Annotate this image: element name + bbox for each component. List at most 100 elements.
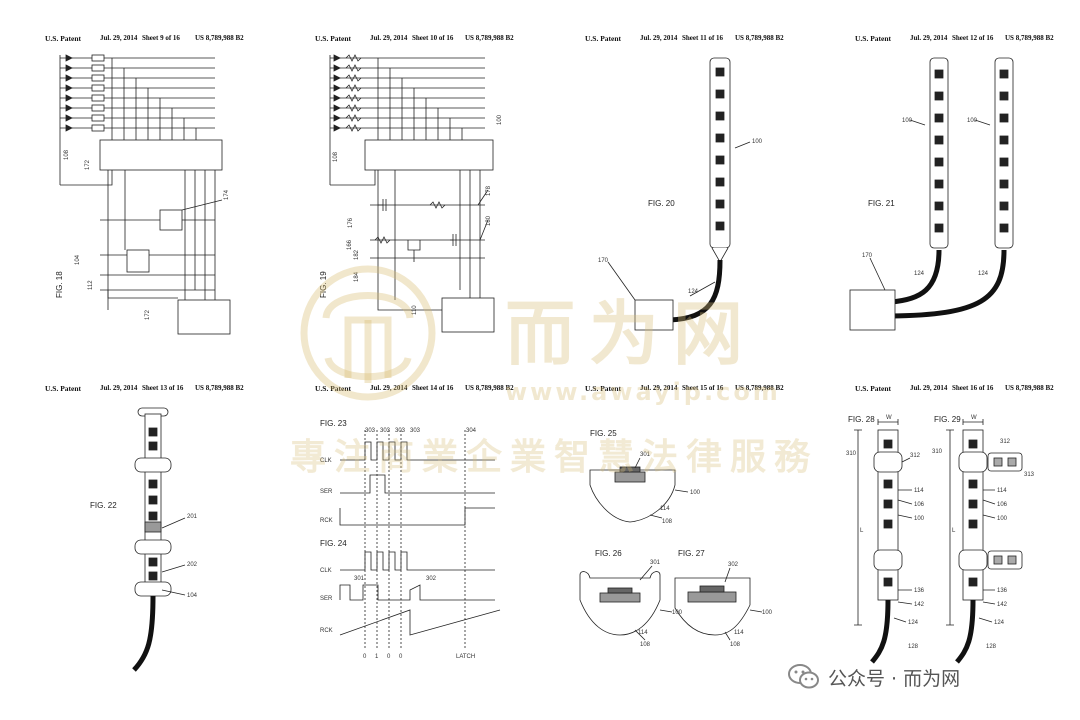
ref-142: 142 <box>914 602 925 608</box>
ref-301: 301 <box>354 576 365 582</box>
ref-100b: 100 <box>997 516 1008 522</box>
patent-date: Jul. 29, 2014 <box>910 384 948 392</box>
patent-number: US 8,789,988 B2 <box>195 34 244 42</box>
ref-124b: 124 <box>978 271 989 277</box>
patent-label: U.S. Patent <box>315 384 352 393</box>
sheet-number: Sheet 15 of 16 <box>682 384 724 392</box>
ref-303b: 303 <box>380 428 391 434</box>
ref-303c: 303 <box>395 428 406 434</box>
ref-100: 100 <box>497 114 503 125</box>
fig-22-caption: FIG. 22 <box>90 501 117 510</box>
ref-100: 100 <box>752 139 763 145</box>
sheet-header: U.S. Patent Jul. 29, 2014 Sheet 16 of 16… <box>810 384 1080 398</box>
fig-26-caption: FIG. 26 <box>595 549 622 558</box>
patent-date: Jul. 29, 2014 <box>910 34 948 42</box>
patent-sheet-13: U.S. Patent Jul. 29, 2014 Sheet 13 of 16… <box>0 350 270 710</box>
patent-sheet-15: U.S. Patent Jul. 29, 2014 Sheet 15 of 16… <box>540 350 810 710</box>
patent-sheet-9: U.S. Patent Jul. 29, 2014 Sheet 9 of 16 … <box>0 0 270 360</box>
ref-180: 180 <box>486 215 492 226</box>
fig-22-drawing: 201 202 104 FIG. 22 <box>90 407 198 672</box>
patent-number: US 8,789,988 B2 <box>1005 384 1054 392</box>
fig-21-drawing: 100 100 170 124 124 FIG. 21 <box>849 57 1014 331</box>
sheet-number: Sheet 13 of 16 <box>142 384 184 392</box>
sheet-header: U.S. Patent Jul. 29, 2014 Sheet 9 of 16 … <box>0 34 270 48</box>
ref-136b: 136 <box>997 588 1008 594</box>
patent-label: U.S. Patent <box>855 34 892 43</box>
signal-ser: SER <box>320 489 333 495</box>
patent-label: U.S. Patent <box>315 34 352 43</box>
sheet-number: Sheet 14 of 16 <box>412 384 454 392</box>
ref-312b: 312 <box>1000 439 1011 445</box>
patent-sheet-16: U.S. Patent Jul. 29, 2014 Sheet 16 of 16… <box>810 350 1080 710</box>
patent-label: U.S. Patent <box>585 384 622 393</box>
credit-text: 公众号 · 而为网 <box>828 667 961 690</box>
watermark-logo-icon <box>300 265 436 401</box>
ref-174: 174 <box>224 189 230 200</box>
fig-18-drawing: 108 172 174 104 112 172 FIG. 18 <box>55 54 231 335</box>
ref-304: 304 <box>466 428 477 434</box>
fig-23-caption: FIG. 23 <box>320 419 347 428</box>
ref-176: 176 <box>348 217 354 228</box>
tick-1: 1 <box>375 654 379 660</box>
sheet-header: U.S. Patent Jul. 29, 2014 Sheet 15 of 16… <box>540 384 810 398</box>
ref-301: 301 <box>640 452 651 458</box>
sheet-header: U.S. Patent Jul. 29, 2014 Sheet 10 of 16… <box>270 34 540 48</box>
watermark-url: www.awayip.com <box>505 378 781 406</box>
tick-0: 0 <box>363 654 367 660</box>
sheet-header: U.S. Patent Jul. 29, 2014 Sheet 12 of 16… <box>810 34 1080 48</box>
ref-178: 178 <box>486 185 492 196</box>
ref-112: 112 <box>88 280 94 290</box>
ref-100: 100 <box>914 516 925 522</box>
fig-27-caption: FIG. 27 <box>678 549 705 558</box>
fig-20-caption: FIG. 20 <box>648 199 675 208</box>
patent-number: US 8,789,988 B2 <box>735 384 784 392</box>
fig-25-caption: FIG. 25 <box>590 429 617 438</box>
patent-date: Jul. 29, 2014 <box>100 384 138 392</box>
sheet-number: Sheet 12 of 16 <box>952 34 994 42</box>
ref-166: 166 <box>347 239 353 250</box>
patent-date: Jul. 29, 2014 <box>370 384 408 392</box>
ref-106: 106 <box>914 502 925 508</box>
ref-124b: 124 <box>994 620 1005 626</box>
ref-202: 202 <box>187 562 198 568</box>
fig-29-caption: FIG. 29 <box>934 415 961 424</box>
signal-rck-2: RCK <box>320 628 333 634</box>
signal-rck: RCK <box>320 518 333 524</box>
ref-100b: 100 <box>672 610 683 616</box>
ref-124: 124 <box>908 620 919 626</box>
patent-date: Jul. 29, 2014 <box>100 34 138 42</box>
signal-clk: CLK <box>320 458 332 464</box>
ref-114: 114 <box>914 488 924 494</box>
ref-100b: 100 <box>967 118 978 124</box>
ref-114b: 114 <box>638 630 648 636</box>
ref-302: 302 <box>728 562 739 568</box>
patent-number: US 8,789,988 B2 <box>735 34 784 42</box>
patent-label: U.S. Patent <box>855 384 892 393</box>
patent-number: US 8,789,988 B2 <box>465 384 514 392</box>
sheet-header: U.S. Patent Jul. 29, 2014 Sheet 14 of 16… <box>270 384 540 398</box>
wechat-icon <box>788 664 819 689</box>
ref-303: 303 <box>365 428 376 434</box>
ref-108: 108 <box>662 519 673 525</box>
dim-l: L <box>860 528 864 534</box>
sheet-number: Sheet 11 of 16 <box>682 34 724 42</box>
ref-310: 310 <box>846 451 857 457</box>
patent-number: US 8,789,988 B2 <box>1005 34 1054 42</box>
patent-label: U.S. Patent <box>45 34 82 43</box>
ref-108c: 108 <box>730 642 741 648</box>
ref-106b: 106 <box>997 502 1008 508</box>
tick-0b: 0 <box>387 654 391 660</box>
ref-124: 124 <box>914 271 925 277</box>
ref-301b: 301 <box>650 560 661 566</box>
patent-sheet-14: U.S. Patent Jul. 29, 2014 Sheet 14 of 16… <box>270 350 540 710</box>
fig-19-drawing: 108 176 178 180 182 184 110 166 100 FIG.… <box>319 54 503 333</box>
ref-184: 184 <box>354 271 360 282</box>
ref-128b: 128 <box>986 644 997 650</box>
fig-18-caption: FIG. 18 <box>55 271 64 298</box>
fig-25-27-drawing: 301 100 114 108 301 100 114 108 302 100 … <box>579 429 773 648</box>
ref-136: 136 <box>914 588 925 594</box>
dim-w: W <box>886 415 892 421</box>
ref-303d: 303 <box>410 428 421 434</box>
ref-110: 110 <box>412 305 418 315</box>
fig-28-29-drawing: W W L L 310 312 114 106 100 136 142 124 … <box>846 415 1035 664</box>
